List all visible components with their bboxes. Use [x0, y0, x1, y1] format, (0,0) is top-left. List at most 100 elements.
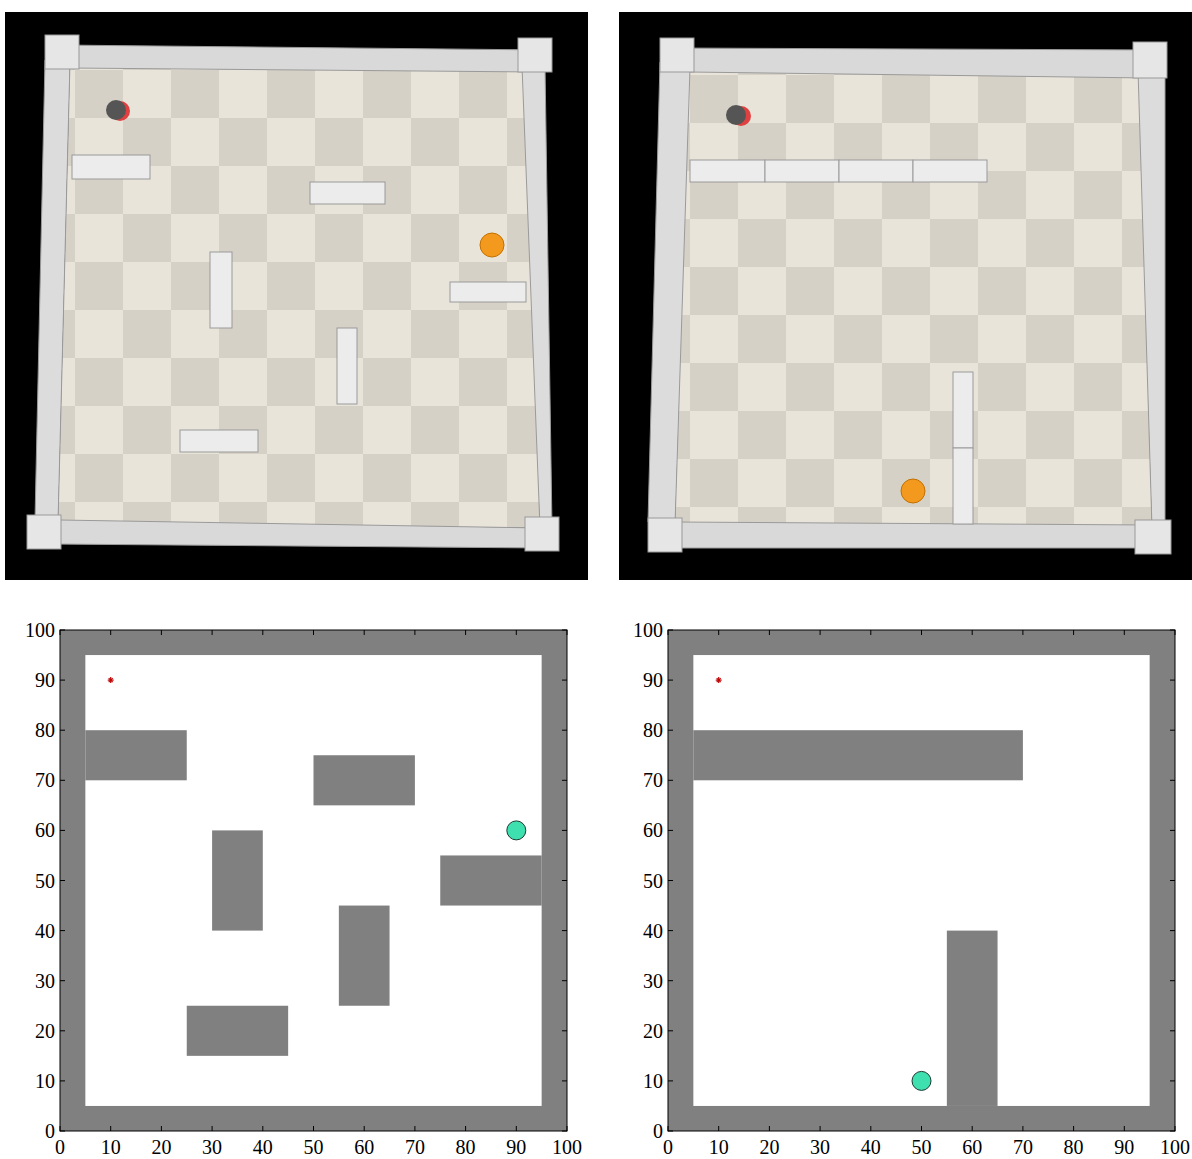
tick: [769, 1126, 770, 1131]
x-tick-label: 50: [304, 1137, 324, 1157]
tick: [870, 630, 871, 635]
tick: [1170, 1131, 1175, 1132]
y-tick-label: 80: [643, 720, 663, 740]
obstacle: [947, 931, 998, 1106]
obstacle: [60, 630, 85, 1131]
map-plot: [60, 630, 567, 1131]
obstacle: [339, 906, 390, 1006]
x-tick-label: 40: [253, 1137, 273, 1157]
tick: [1170, 780, 1175, 781]
x-tick-label: 70: [1013, 1137, 1033, 1157]
tick: [562, 1131, 567, 1132]
tick: [562, 1080, 567, 1081]
tick: [110, 1126, 111, 1131]
y-tick-label: 80: [35, 720, 55, 740]
tick: [1124, 1126, 1125, 1131]
tick: [668, 1131, 673, 1132]
x-tick-label: 90: [1114, 1137, 1134, 1157]
x-tick-label: 0: [663, 1137, 673, 1157]
tick: [1170, 830, 1175, 831]
y-tick-label: 70: [35, 770, 55, 790]
plot-frame: [668, 630, 1175, 1131]
tick: [870, 1126, 871, 1131]
tick: [562, 980, 567, 981]
obstacle: [542, 630, 567, 1131]
tick: [313, 1126, 314, 1131]
x-tick-label: 10: [101, 1137, 121, 1157]
tick: [60, 680, 65, 681]
tick: [1124, 630, 1125, 635]
tick: [562, 930, 567, 931]
y-tick-label: 10: [643, 1071, 663, 1091]
tick: [1073, 630, 1074, 635]
tick: [60, 1126, 61, 1131]
tick: [668, 1030, 673, 1031]
tick: [1170, 630, 1175, 631]
x-tick-label: 90: [506, 1137, 526, 1157]
y-tick-label: 30: [643, 971, 663, 991]
tick: [1170, 730, 1175, 731]
x-tick-label: 60: [962, 1137, 982, 1157]
tick: [1073, 1126, 1074, 1131]
tick: [262, 1126, 263, 1131]
x-tick-label: 70: [405, 1137, 425, 1157]
y-tick-label: 0: [45, 1121, 55, 1141]
map-plot: [668, 630, 1175, 1131]
tick: [60, 830, 65, 831]
tick: [668, 980, 673, 981]
tick: [668, 1080, 673, 1081]
tick: [718, 630, 719, 635]
tick: [562, 680, 567, 681]
start-marker: [716, 677, 722, 683]
x-tick-label: 100: [1160, 1137, 1190, 1157]
y-tick-label: 90: [643, 670, 663, 690]
tick: [1170, 930, 1175, 931]
tick: [562, 1030, 567, 1031]
tick: [562, 830, 567, 831]
tick: [820, 1126, 821, 1131]
y-tick-label: 40: [35, 921, 55, 941]
obstacle: [668, 630, 1175, 655]
obstacle: [440, 855, 541, 905]
x-tick-label: 10: [709, 1137, 729, 1157]
tick: [1170, 680, 1175, 681]
tick: [212, 630, 213, 635]
x-tick-label: 20: [759, 1137, 779, 1157]
tick: [161, 630, 162, 635]
tick: [60, 930, 65, 931]
tick: [1170, 880, 1175, 881]
y-tick-label: 30: [35, 971, 55, 991]
tick: [1175, 630, 1176, 635]
tick: [668, 680, 673, 681]
y-tick-label: 0: [653, 1121, 663, 1141]
tick: [414, 630, 415, 635]
tick: [718, 1126, 719, 1131]
obstacle: [668, 1106, 1175, 1131]
tick: [60, 630, 65, 631]
obstacle: [1150, 630, 1175, 1131]
tick: [668, 630, 673, 631]
tick: [1170, 1080, 1175, 1081]
y-tick-label: 40: [643, 921, 663, 941]
tick: [110, 630, 111, 635]
tick: [1022, 630, 1023, 635]
y-tick-label: 70: [643, 770, 663, 790]
tick: [668, 780, 673, 781]
tick: [60, 730, 65, 731]
x-tick-label: 80: [456, 1137, 476, 1157]
tick: [60, 1080, 65, 1081]
tick: [262, 630, 263, 635]
tick: [972, 1126, 973, 1131]
tick: [364, 1126, 365, 1131]
sim-render-left: [5, 12, 588, 580]
tick: [921, 630, 922, 635]
obstacle: [60, 630, 567, 655]
x-tick-label: 40: [861, 1137, 881, 1157]
tick: [820, 630, 821, 635]
tick: [212, 1126, 213, 1131]
y-tick-label: 100: [633, 620, 663, 640]
x-tick-label: 60: [354, 1137, 374, 1157]
tick: [161, 1126, 162, 1131]
tick: [1170, 1030, 1175, 1031]
